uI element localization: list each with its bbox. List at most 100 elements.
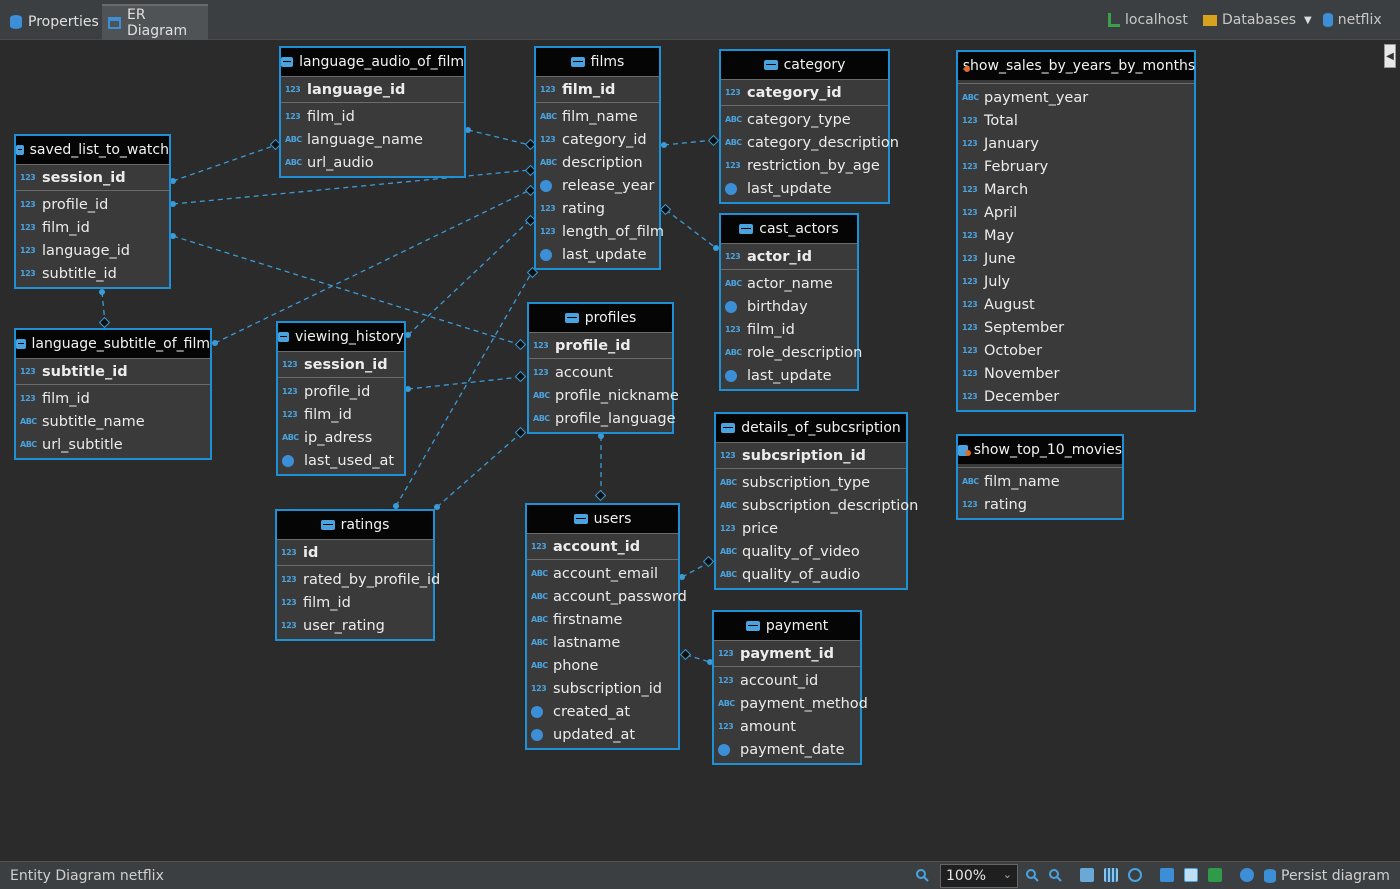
entity-header[interactable]: language_subtitle_of_film [16,330,210,358]
export-image-icon[interactable] [1184,868,1198,882]
column-row[interactable]: last_used_at [278,449,404,472]
entity-header[interactable]: payment [714,612,860,640]
column-row[interactable]: last_update [721,364,857,387]
entity-header[interactable]: details_of_subcsription [716,414,906,442]
entity-header[interactable]: language_audio_of_film [281,48,464,76]
databases-selector[interactable]: Databases [1203,12,1296,28]
zoom-level-select[interactable]: 100% ⌄ [940,864,1018,888]
column-row[interactable]: created_at [527,700,678,723]
entity-header[interactable]: ratings [277,511,433,539]
tab-er-diagram[interactable]: ER Diagram [102,4,208,40]
column-row[interactable]: last_update [536,243,659,266]
connection-selector[interactable]: localhost [1108,12,1188,28]
column-row[interactable]: last_update [721,177,888,200]
persist-diagram-button[interactable]: Persist diagram [1264,868,1390,884]
entity-header[interactable]: cast_actors [721,215,857,243]
collapse-panel-button[interactable]: ◀ [1384,44,1396,68]
entity-header[interactable]: show_top_10_movies [958,436,1122,464]
entity-header[interactable]: users [527,505,678,533]
entity-header[interactable]: profiles [529,304,672,332]
column-row[interactable]: birthday [721,295,857,318]
refresh-icon[interactable] [1128,868,1142,882]
grid-icon[interactable] [1104,868,1118,882]
column-row[interactable]: release_year [536,174,659,197]
entity-header[interactable]: saved_list_to_watch [16,136,169,164]
entity-header[interactable]: show_sales_by_years_by_months [958,52,1195,80]
save-icon[interactable] [1208,868,1222,882]
print-icon[interactable] [1160,868,1174,882]
settings-icon[interactable] [1240,868,1254,882]
entity-header[interactable]: category [721,51,888,79]
